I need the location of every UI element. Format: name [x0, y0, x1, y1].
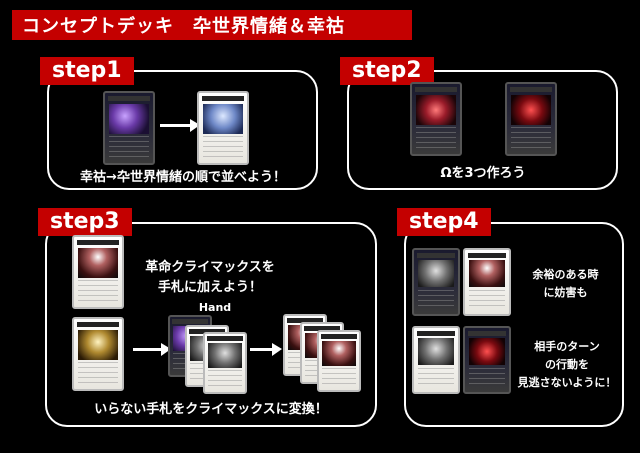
step1-panel	[47, 70, 318, 190]
page-title: コンセプトデッキ 卆世界情緒＆幸祜	[12, 10, 412, 40]
step3-result-card-3[interactable]	[317, 330, 361, 392]
step4-caption-b: 相手のターン の行動を 見逃さないように！	[517, 340, 617, 389]
step1-arrow	[160, 119, 200, 132]
step3-hand-label: Hand	[198, 301, 232, 314]
step3-hand-card-3[interactable]	[203, 332, 247, 394]
step3-card-bottom[interactable]	[72, 317, 124, 391]
step3-caption-bottom: いらない手札をクライマックスに変換！	[94, 402, 328, 417]
step2-card-left[interactable]	[410, 82, 462, 156]
step1-label: step1	[40, 57, 134, 85]
step3-card-top[interactable]	[72, 235, 124, 309]
step4-panel	[404, 222, 624, 427]
step2-card-right[interactable]	[505, 82, 557, 156]
step1-caption: 幸祜→卆世界情緒の順で並べよう！	[80, 170, 286, 185]
step3-arrow-left	[133, 343, 171, 356]
step1-card-light[interactable]	[197, 91, 249, 165]
step4-label: step4	[397, 208, 491, 236]
step4-card-a2[interactable]	[463, 248, 511, 316]
step4-card-b2[interactable]	[463, 326, 511, 394]
step2-caption: Ωを3つ作ろう	[440, 166, 526, 181]
step2-panel	[347, 70, 618, 190]
step3-arrow-right	[250, 343, 282, 356]
step1-card-dark[interactable]	[103, 91, 155, 165]
step3-label: step3	[38, 208, 132, 236]
step4-card-b1[interactable]	[412, 326, 460, 394]
step4-card-a1[interactable]	[412, 248, 460, 316]
step3-caption-top: 革命クライマックスを 手札に加えよう！	[145, 260, 275, 295]
step2-label: step2	[340, 57, 434, 85]
step4-caption-a: 余裕のある時 に妨害も	[532, 268, 599, 299]
step3-panel	[45, 222, 377, 427]
